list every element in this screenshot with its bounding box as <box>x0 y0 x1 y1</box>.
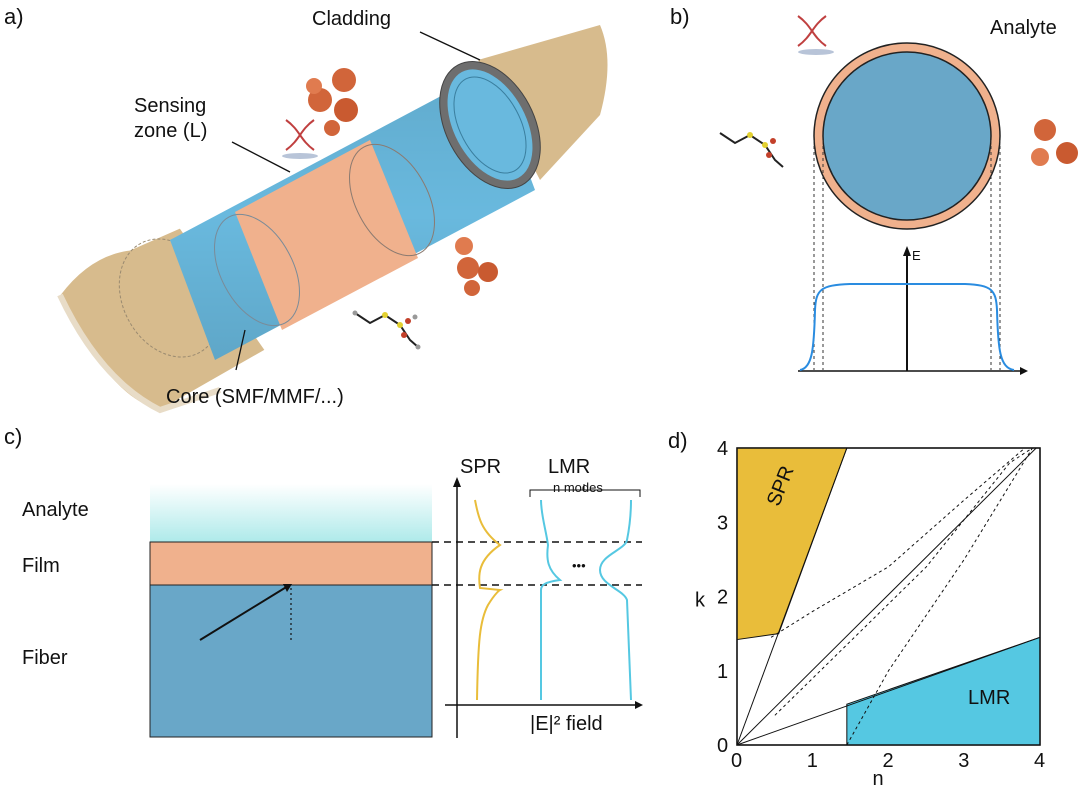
analyte-label-c: Analyte <box>22 499 89 521</box>
solid-line-1 <box>736 447 848 746</box>
dashed-curve-3 <box>774 447 1033 716</box>
y-axis-label: k <box>695 590 706 612</box>
solid-line-2 <box>736 447 1037 746</box>
panel-d-label: d) <box>668 428 688 453</box>
lmr-label-c: LMR <box>548 456 590 478</box>
cladding-right <box>439 25 608 189</box>
dashed-curve-1 <box>770 447 1026 638</box>
y-tick-label: 4 <box>717 438 728 460</box>
small-molecule <box>352 310 421 350</box>
panel-c-label: c) <box>4 424 22 449</box>
fiber-label: Fiber <box>22 647 68 669</box>
sensing-label-line1: Sensing <box>134 95 206 117</box>
y-tick-label: 2 <box>717 587 728 609</box>
panel-c: c) Analyte Film Fiber SPR LMR n modes ••… <box>4 424 643 738</box>
core-leader <box>235 329 246 371</box>
panel-a-label: a) <box>4 4 24 29</box>
dna-molecule <box>282 119 318 159</box>
x-tick-label: 2 <box>883 750 894 772</box>
dashed-curve-2 <box>846 447 1033 746</box>
sensing-zone-film <box>214 140 435 330</box>
x-tick-label: 4 <box>1034 750 1045 772</box>
film-label: Film <box>22 555 60 577</box>
core-label: Core (SMF/MMF/...) <box>166 386 344 408</box>
solid-line-3 <box>736 636 1041 746</box>
sensing-label-line2: zone (L) <box>134 120 207 142</box>
analyte-layer <box>150 484 432 542</box>
spr-label-c: SPR <box>460 456 501 478</box>
antibody-molecule <box>306 68 358 136</box>
x-tick-label: 1 <box>807 750 818 772</box>
x-tick-label: 3 <box>958 750 969 772</box>
dna-molecule-b <box>797 15 834 55</box>
b-e-label: E <box>912 248 921 263</box>
cladding-leader <box>419 31 481 61</box>
sensing-leader <box>231 141 291 173</box>
fiber-core-disc <box>822 51 992 221</box>
b-field-profile <box>799 283 1015 371</box>
fiber-layer <box>149 584 433 738</box>
film-layer <box>149 541 433 586</box>
y-tick-label: 3 <box>717 512 728 534</box>
y-tick-label: 1 <box>717 661 728 683</box>
analyte-label-b: Analyte <box>990 17 1057 39</box>
lmr-mode-n <box>598 499 632 701</box>
lmr-mode-1 <box>540 499 563 700</box>
panel-a: a) <box>4 4 608 414</box>
y-tick-label: 0 <box>717 735 728 757</box>
x-axis-label: n <box>873 768 884 790</box>
antibody-molecule-b <box>1031 119 1078 166</box>
panel-b: b) Analyte E <box>670 4 1078 375</box>
cladding-label: Cladding <box>312 8 391 30</box>
n-modes-bracket <box>529 489 641 497</box>
projection-lines <box>813 140 1001 370</box>
spr-field-profile <box>474 499 504 701</box>
mode-ellipsis: ••• <box>572 558 586 573</box>
x-tick-label: 0 <box>731 750 742 772</box>
plot-border <box>736 447 1041 746</box>
antibody-molecule-2 <box>455 237 498 296</box>
field-axis-label: |E|² field <box>530 713 603 735</box>
ray-arrow <box>199 585 289 641</box>
n-modes-label: n modes <box>553 480 603 495</box>
panel-b-label: b) <box>670 4 690 29</box>
region-label-lmr: LMR <box>968 687 1010 709</box>
small-molecule-b <box>719 132 784 168</box>
